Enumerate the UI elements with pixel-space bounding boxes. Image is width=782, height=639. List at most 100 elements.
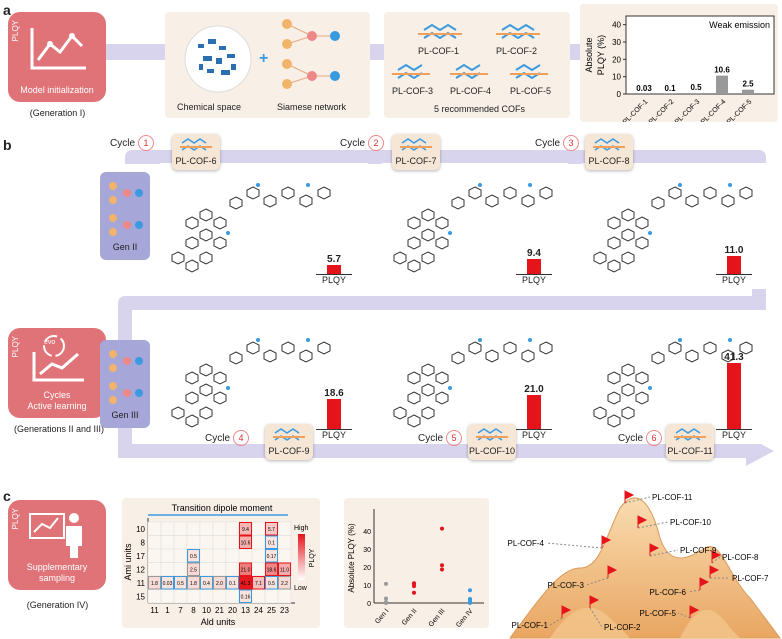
cof-label: PL-COF-4 xyxy=(450,86,492,96)
heatmap-cell xyxy=(252,576,265,590)
grid-cell xyxy=(251,589,266,604)
grid-cell xyxy=(212,535,227,550)
grid-cell xyxy=(277,521,292,536)
flag-icon xyxy=(711,550,722,563)
box-caption: Cycles Active learning xyxy=(27,390,87,411)
heatmap-cell xyxy=(278,576,291,590)
siamese-network-label: Siamese network xyxy=(277,102,347,112)
grid-cell xyxy=(173,548,188,563)
data-point xyxy=(412,590,416,595)
plqy-value: 9.4 xyxy=(527,247,541,259)
plqy-bar: 18.6 PLQY xyxy=(316,388,352,440)
grid-cell xyxy=(212,548,227,563)
leader-line xyxy=(545,542,603,549)
grid-cell xyxy=(160,535,175,550)
plqy-axis-label: PLQY xyxy=(516,274,552,285)
cof-name: PL-COF-6 xyxy=(175,156,217,166)
plqy-bar-fill xyxy=(527,258,541,274)
grid-cell xyxy=(147,521,162,536)
generation-label: (Generation IV) xyxy=(26,600,89,610)
cycle-word: Cycle xyxy=(535,138,561,149)
y-tick-label: 20 xyxy=(612,55,621,64)
grid-cell xyxy=(173,535,188,550)
cycle-panel: 41.3 PLQY xyxy=(580,318,770,444)
chemical-space-panel: + Chemical space Siamese network xyxy=(165,12,370,118)
gen2-label: Gen II xyxy=(112,242,138,252)
cof-badge: PL-COF-8 xyxy=(585,134,633,170)
y-tick-label: 20 xyxy=(363,565,371,572)
heatmap-cell xyxy=(265,535,278,549)
flag-icon xyxy=(637,515,648,528)
colorbar xyxy=(298,534,305,580)
data-point xyxy=(384,596,388,601)
cycle-number: 2 xyxy=(368,135,385,151)
plqy-axis-label: PLQY xyxy=(316,429,352,440)
grid-cell xyxy=(212,589,227,604)
y-axis-label: Absolute PLQY (%) xyxy=(347,523,356,593)
cof-label: PL-COF-7 xyxy=(732,574,769,583)
cof-name: PL-COF-10 xyxy=(468,446,515,456)
box-caption: Supplementary sampling xyxy=(26,562,88,583)
x-tick-label: 11 xyxy=(150,606,159,615)
grid-cell xyxy=(160,562,175,577)
grid-cell xyxy=(238,548,253,563)
y-tick-label: 17 xyxy=(136,552,145,561)
grid-cell xyxy=(251,535,266,550)
bar-value-label: 0.1 xyxy=(664,84,676,93)
gen3-label: Gen III xyxy=(111,410,139,420)
grid-cell xyxy=(147,562,162,577)
panel-b-label: b xyxy=(3,137,12,153)
y-tick-label: 15 xyxy=(136,593,145,602)
x-tick-label: PL-COF-5 xyxy=(726,98,754,122)
x-tick-label: 25 xyxy=(267,606,276,615)
grid-cell xyxy=(264,589,279,604)
molecule-structure xyxy=(593,338,753,428)
plqy-side-label: PLQY xyxy=(11,20,20,42)
grid-cell xyxy=(277,548,292,563)
x-tick-label: 21 xyxy=(215,606,224,615)
neural-network-icon xyxy=(109,182,143,236)
data-point xyxy=(384,600,388,605)
plqy-bar: 41.3 PLQY xyxy=(716,352,752,440)
bar-value-label: 2.5 xyxy=(742,80,754,89)
heatmap-cell xyxy=(187,562,200,576)
model-init-box: PLQY Model initialization xyxy=(8,12,106,102)
recommended-cofs-caption: 5 recommended COFs xyxy=(434,104,526,114)
cof-name: PL-COF-7 xyxy=(395,156,437,166)
y-tick-label: 40 xyxy=(363,529,371,536)
plqy-bar: 5.7 PLQY xyxy=(316,254,352,285)
cof-lattice-icon xyxy=(593,138,625,151)
cycle-panel: 5.7 PLQY xyxy=(158,163,370,289)
x-tick-label: PL-COF-2 xyxy=(648,98,676,122)
cof-label: PL-COF-10 xyxy=(670,518,711,527)
x-tick-label: 24 xyxy=(254,606,263,615)
cof-badge: PL-COF-7 xyxy=(392,134,440,170)
cof-name: PL-COF-9 xyxy=(268,446,310,456)
heatmap-cell xyxy=(265,522,278,536)
flag-icon xyxy=(607,565,618,578)
cell-value: 7.1 xyxy=(255,581,262,587)
cycle-number: 3 xyxy=(563,135,580,151)
cof-label: PL-COF-3 xyxy=(392,86,434,96)
cycle-number: 6 xyxy=(646,430,663,446)
plqy-value: 21.0 xyxy=(524,384,544,396)
heatmap-cell xyxy=(239,589,252,603)
heatmap-cell xyxy=(200,576,213,590)
heatmap-cell xyxy=(187,576,200,590)
grid-cell xyxy=(147,589,162,604)
grid-cell xyxy=(251,548,266,563)
heatmap-cell xyxy=(239,522,252,536)
molecule-structure xyxy=(593,183,753,273)
y-tick-label: 10 xyxy=(612,73,621,82)
bar xyxy=(716,75,728,94)
flag-icon xyxy=(561,605,572,618)
cell-value: 2.0 xyxy=(216,581,223,587)
cof-label: PL-COF-2 xyxy=(496,46,538,56)
cell-value: 2.5 xyxy=(190,568,197,574)
plqy-value: 5.7 xyxy=(327,253,341,265)
heatmap-cell xyxy=(265,549,278,563)
